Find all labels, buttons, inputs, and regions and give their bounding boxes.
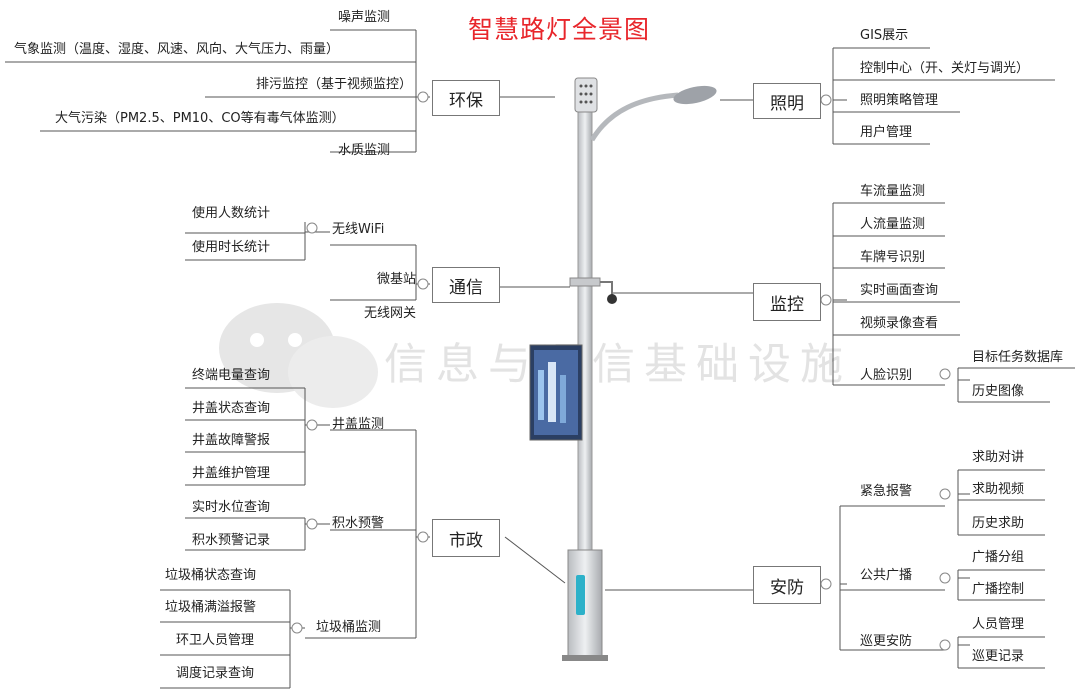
trash-item: 垃圾桶满溢报警 bbox=[165, 600, 257, 615]
comm-wifi-item: 使用人数统计 bbox=[192, 206, 271, 221]
manhole-item: 井盖维护管理 bbox=[192, 466, 271, 481]
monitor-face: 人脸识别 bbox=[860, 368, 913, 383]
muni-trash: 垃圾桶监测 bbox=[316, 620, 382, 635]
env-item: 水质监测 bbox=[337, 143, 390, 158]
monitor-item: 车牌号识别 bbox=[860, 250, 926, 265]
hub-muni: 市政 bbox=[432, 519, 500, 557]
light-item: 控制中心（开、关灯与调光） bbox=[860, 61, 1030, 76]
alarm-item: 求助视频 bbox=[972, 482, 1025, 497]
hub-monitor: 监控 bbox=[753, 283, 821, 321]
light-item: 照明策略管理 bbox=[860, 93, 939, 108]
security-broadcast: 公共广播 bbox=[860, 568, 913, 583]
hub-env: 环保 bbox=[432, 80, 500, 116]
env-item: 气象监测（温度、湿度、风速、风向、大气压力、雨量） bbox=[14, 42, 340, 57]
patrol-item: 人员管理 bbox=[972, 617, 1025, 632]
trash-item: 垃圾桶状态查询 bbox=[165, 568, 257, 583]
street-lamp-illustration bbox=[529, 77, 717, 661]
face-item: 目标任务数据库 bbox=[972, 350, 1064, 365]
alarm-item: 历史求助 bbox=[972, 516, 1025, 531]
light-item: GIS展示 bbox=[860, 28, 909, 43]
hub-security: 安防 bbox=[753, 566, 821, 604]
comm-wifi: 无线WiFi bbox=[332, 222, 385, 237]
env-item: 噪声监测 bbox=[337, 10, 390, 25]
trash-item: 调度记录查询 bbox=[176, 666, 255, 681]
monitor-item: 实时画面查询 bbox=[860, 283, 939, 298]
manhole-item: 井盖状态查询 bbox=[192, 401, 271, 416]
env-item: 排污监控（基于视频监控） bbox=[255, 77, 412, 92]
hub-light: 照明 bbox=[753, 83, 821, 119]
watermark-text: 信息与通信基础设施 bbox=[384, 340, 852, 390]
manhole-item: 终端电量查询 bbox=[192, 368, 271, 383]
comm-gateway: 无线网关 bbox=[363, 306, 416, 321]
watermark-logo-icon bbox=[219, 303, 378, 408]
comm-wifi-item: 使用时长统计 bbox=[192, 240, 271, 255]
security-alarm: 紧急报警 bbox=[860, 484, 913, 499]
hub-comm: 通信 bbox=[432, 267, 500, 303]
patrol-item: 巡更记录 bbox=[972, 649, 1025, 664]
alarm-item: 求助对讲 bbox=[972, 450, 1025, 465]
water-item: 实时水位查询 bbox=[192, 500, 271, 515]
manhole-item: 井盖故障警报 bbox=[192, 433, 271, 448]
broadcast-item: 广播分组 bbox=[972, 550, 1025, 565]
muni-manhole: 井盖监测 bbox=[332, 417, 385, 432]
comm-base-station: 微基站 bbox=[376, 272, 416, 287]
face-item: 历史图像 bbox=[972, 384, 1025, 399]
monitor-item: 车流量监测 bbox=[860, 184, 926, 199]
security-patrol: 巡更安防 bbox=[860, 634, 913, 649]
muni-water: 积水预警 bbox=[332, 516, 385, 531]
water-item: 积水预警记录 bbox=[192, 533, 271, 548]
monitor-item: 视频录像查看 bbox=[860, 316, 939, 331]
broadcast-item: 广播控制 bbox=[972, 582, 1025, 597]
trash-item: 环卫人员管理 bbox=[176, 633, 255, 648]
env-item: 大气污染（PM2.5、PM10、CO等有毒气体监测） bbox=[55, 111, 345, 126]
page-title: 智慧路灯全景图 bbox=[468, 15, 651, 44]
light-item: 用户管理 bbox=[860, 125, 913, 140]
monitor-item: 人流量监测 bbox=[860, 217, 926, 232]
